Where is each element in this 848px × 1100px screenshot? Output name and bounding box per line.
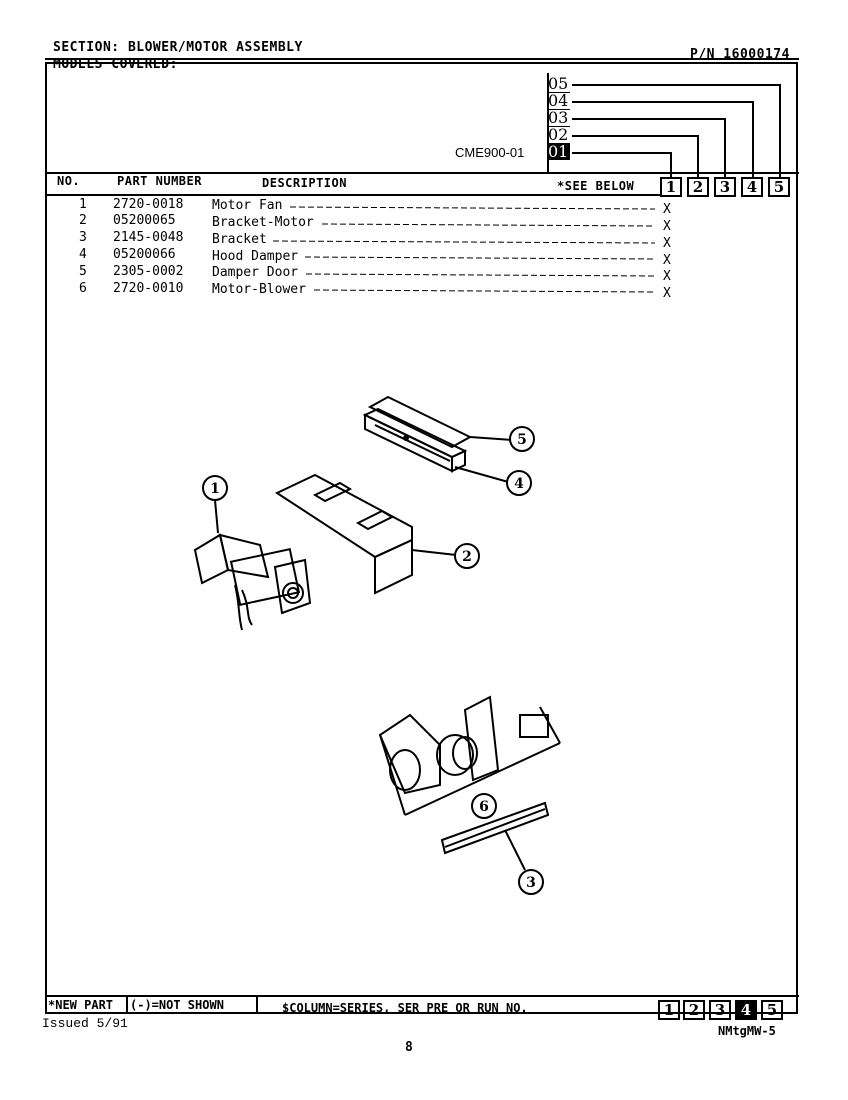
callout-2-circle	[454, 543, 480, 569]
section-title: SECTION: BLOWER/MOTOR ASSEMBLY	[53, 40, 303, 55]
callout-2: 2	[462, 549, 472, 565]
row-no: 3	[79, 230, 87, 245]
callout-3: 3	[526, 875, 536, 891]
row-part-number: 2720-0018	[113, 197, 184, 212]
callout-5-circle	[509, 426, 535, 452]
row-no: 2	[79, 213, 87, 228]
model-number: CME900-01	[455, 145, 525, 160]
row-mark: X	[663, 219, 671, 234]
callout-1-circle	[202, 475, 228, 501]
row-mark: X	[663, 253, 671, 268]
row-mark: X	[663, 202, 671, 217]
callout-4-circle	[506, 470, 532, 496]
issued-date: Issued 5/91	[42, 1016, 128, 1031]
row-no: 5	[79, 264, 87, 279]
row-description: Hood Damper	[212, 249, 299, 264]
row-description: Damper Door	[212, 265, 299, 280]
row-no: 6	[79, 281, 87, 296]
series-column-2: 2	[687, 177, 709, 197]
callout-3-circle	[518, 869, 544, 895]
row-part-number: 05200065	[113, 213, 176, 228]
footer-new-part: *NEW PART	[48, 998, 114, 1012]
series-column-5: 5	[768, 177, 790, 197]
models-covered-label: MODELS COVERED:	[53, 57, 178, 72]
row-mark: X	[663, 286, 671, 301]
series-code: 01	[548, 142, 570, 161]
col-header-description: DESCRIPTION	[262, 176, 347, 190]
series-column-4: 4	[741, 177, 763, 197]
series-connector-lines	[572, 84, 781, 177]
footer-series-4: 4	[735, 1000, 757, 1020]
row-description: Motor-Blower	[212, 282, 306, 297]
footer-series-5: 5	[761, 1000, 783, 1020]
callout-1: 1	[210, 481, 220, 497]
footer-series-3: 3	[709, 1000, 731, 1020]
callout-6-circle	[471, 793, 497, 819]
exploded-parts-diagram	[193, 395, 561, 871]
series-column-1: 1	[660, 177, 682, 197]
series-code: 04	[548, 91, 570, 110]
row-no: 4	[79, 247, 87, 262]
row-no: 1	[79, 197, 87, 212]
bracket-3-drawing	[440, 801, 550, 871]
row-part-number: 2145-0048	[113, 230, 184, 245]
footer-series-1: 1	[658, 1000, 680, 1020]
callout-6: 6	[479, 799, 489, 815]
row-description: Bracket	[212, 232, 267, 247]
series-column-3: 3	[714, 177, 736, 197]
document-code: NMtgMW-5	[718, 1024, 776, 1038]
row-mark: X	[663, 269, 671, 284]
footer-not-shown: (-)=NOT SHOWN	[130, 998, 224, 1012]
row-part-number: 05200066	[113, 247, 176, 262]
footer-series-2: 2	[683, 1000, 705, 1020]
motor-fan-drawing	[193, 499, 312, 631]
leader-lines	[272, 206, 656, 293]
row-part-number: 2720-0010	[113, 281, 184, 296]
row-part-number: 2305-0002	[113, 264, 184, 279]
row-mark: X	[663, 236, 671, 251]
col-header-part-number: PART NUMBER	[117, 174, 202, 188]
callout-5: 5	[517, 432, 527, 448]
blower-drawing	[378, 695, 561, 816]
series-code: 05	[548, 74, 570, 93]
callout-4: 4	[514, 476, 524, 492]
page-number: 8	[405, 1040, 413, 1055]
damper-door-drawing	[362, 395, 513, 484]
col-header-see-below: *SEE BELOW	[557, 179, 635, 193]
row-description: Bracket-Motor	[212, 215, 314, 230]
series-code: 03	[548, 108, 570, 127]
footer-column-note: $COLUMN=SERIES, SER PRE OR RUN NO.	[282, 1001, 528, 1015]
document-frame	[45, 62, 798, 1014]
col-header-no: NO.	[57, 174, 81, 188]
row-description: Motor Fan	[212, 198, 283, 213]
